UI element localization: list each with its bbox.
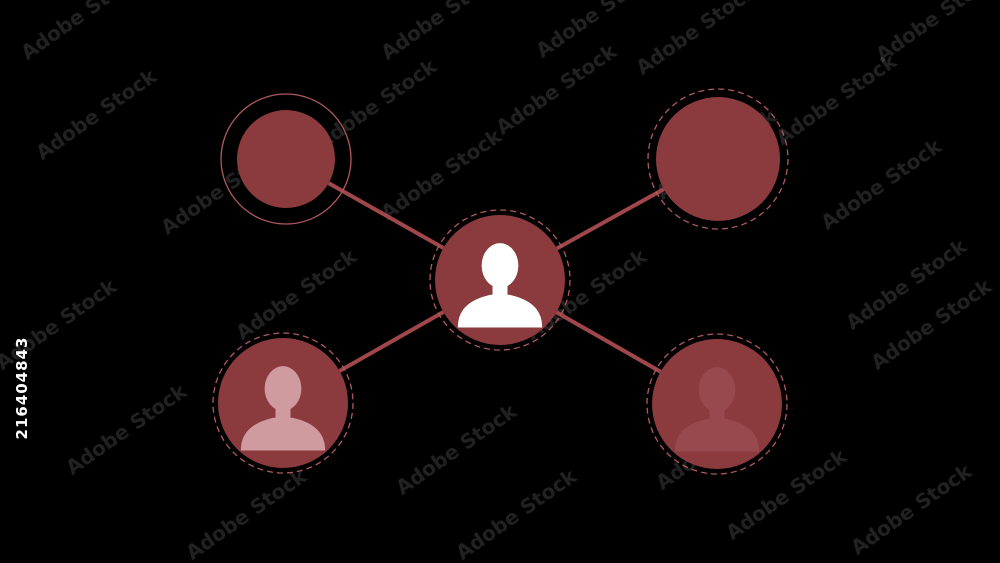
node-top-left-ring bbox=[220, 93, 352, 225]
node-top-left-disc bbox=[237, 110, 335, 208]
edge-center-to-bottom-left bbox=[338, 310, 445, 373]
watermark-text: Adobe Stock bbox=[846, 459, 976, 560]
edge-center-to-top-right bbox=[555, 187, 665, 251]
person-icon bbox=[457, 243, 543, 328]
watermark-text: Adobe Stock bbox=[376, 124, 506, 225]
node-center bbox=[429, 209, 571, 351]
watermark-text: Adobe Stock bbox=[31, 64, 161, 165]
node-bottom-right bbox=[646, 333, 788, 475]
node-top-left bbox=[220, 93, 352, 225]
node-top-right-disc bbox=[656, 97, 780, 221]
watermark-text: Adobe Stock bbox=[451, 464, 581, 563]
watermark-text: Adobe Stock bbox=[231, 244, 361, 345]
node-center-ring bbox=[429, 209, 571, 351]
node-top-right-ring bbox=[647, 88, 789, 230]
node-bottom-left-ring bbox=[212, 332, 354, 474]
edge-center-to-top-left bbox=[327, 181, 445, 250]
watermark-text: Adobe Stock bbox=[181, 464, 311, 563]
watermark-text: Adobe Stock bbox=[61, 379, 191, 480]
watermark-text: Adobe Stock bbox=[816, 134, 946, 235]
node-top-right bbox=[647, 88, 789, 230]
node-bottom-left bbox=[212, 332, 354, 474]
person-icon bbox=[674, 367, 760, 452]
stock-id-label: 216404843 bbox=[13, 336, 31, 440]
watermark-text: Adobe Stock bbox=[16, 0, 146, 65]
edge-center-to-bottom-right bbox=[555, 310, 662, 374]
person-icon bbox=[240, 366, 326, 451]
watermark-text: Adobe Stock bbox=[391, 399, 521, 500]
watermark-text: Adobe Stock bbox=[771, 49, 901, 150]
node-bottom-right-ring bbox=[646, 333, 788, 475]
watermark-text: Adobe Stock bbox=[376, 0, 506, 65]
watermark-text: Adobe Stock bbox=[631, 0, 761, 80]
